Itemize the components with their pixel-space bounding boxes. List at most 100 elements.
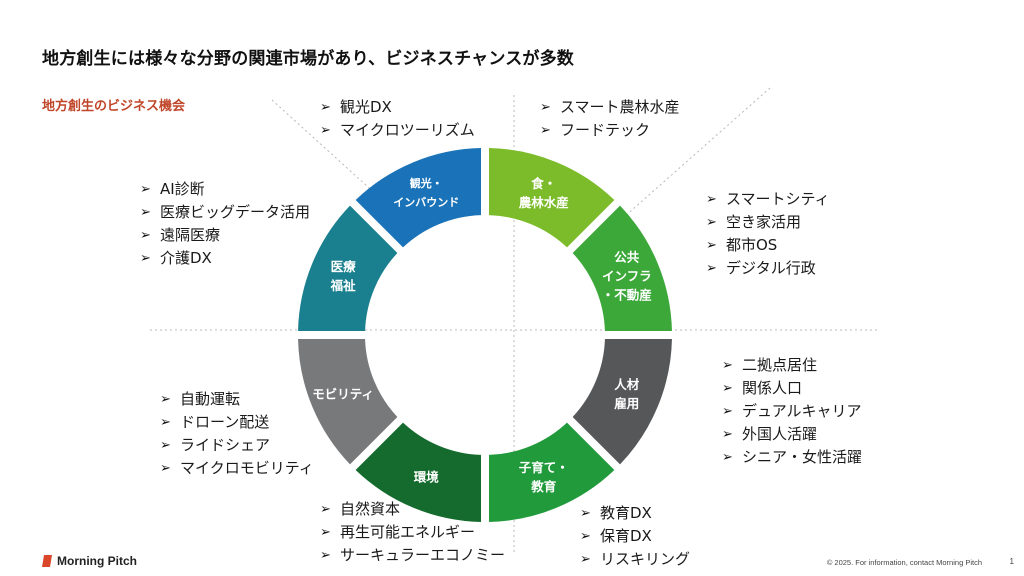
list-item-text: 二拠点居住 (742, 356, 818, 374)
list-item-text: 都市OS (726, 236, 778, 254)
segment-label-iryo: 医療福祉 (288, 257, 398, 295)
segment-label-line: 医療 (330, 259, 356, 275)
arrow-bullet-icon: ➢ (580, 552, 591, 567)
ring-segment-kankyo (355, 422, 482, 522)
list-item-text: マイクロツーリズム (340, 121, 475, 139)
list-item: ➢ 介護DX (140, 247, 310, 270)
list-item: ➢デジタル行政 (706, 257, 830, 280)
section-label: 地方創生のビジネス機会 (42, 99, 186, 114)
morning-pitch-logo: Morning Pitch (42, 554, 137, 568)
arrow-bullet-icon: ➢ (320, 100, 331, 115)
list-item-text: リスキリング (600, 550, 691, 568)
list-item-text: ドローン配送 (180, 413, 270, 431)
list-item-text: AI診断 (160, 180, 205, 198)
list-item-text: 医療ビッグデータ活用 (160, 203, 311, 221)
segment-label-line: 雇用 (614, 395, 640, 411)
list-item: ➢医療ビッグデータ活用 (140, 201, 310, 224)
list-kokyo: ➢スマートシティ➢空き家活用➢都市OS➢デジタル行政 (706, 188, 830, 280)
ring-segment-iryo (298, 205, 398, 332)
list-item-text: スマート農林水産 (560, 98, 680, 116)
ring-segments (298, 148, 672, 522)
arrow-bullet-icon: ➢ (320, 548, 331, 563)
list-item: ➢ スマート農林水産 (540, 96, 680, 119)
list-item-text: デュアルキャリア (742, 402, 862, 420)
list-jinzai: ➢ 二拠点居住 ➢ 関係人口 ➢ デュアルキャリア ➢ 外国人活躍 ➢ シニア・女性活躍 (722, 354, 862, 469)
list-item-text: 遠隔医療 (160, 226, 221, 244)
arrow-bullet-icon: ➢ (540, 100, 551, 115)
arrow-bullet-icon: ➢ (722, 450, 733, 465)
segment-label-line: 人材 (614, 376, 640, 392)
logo-mark-icon (42, 555, 52, 567)
list-item-text: サーキュラーエコノミー (340, 546, 506, 564)
arrow-bullet-icon: ➢ (160, 392, 171, 407)
arrow-bullet-icon: ➢ (706, 215, 717, 230)
segment-label-kankyo: 環境 (371, 467, 481, 486)
arrow-bullet-icon: ➢ (580, 506, 591, 521)
arrow-bullet-icon: ➢ (580, 529, 591, 544)
list-item-text: 自然資本 (340, 500, 401, 518)
list-item: ➢マイクロモビリティ (160, 457, 314, 480)
arrow-bullet-icon: ➢ (160, 415, 171, 430)
page-number: 1 (1009, 557, 1014, 566)
segment-label-line: 子育て・ (518, 459, 569, 475)
arrow-bullet-icon: ➢ (540, 123, 551, 138)
segment-label-line: 公共 (614, 249, 640, 265)
segment-label-shoku: 食・農林水産 (489, 174, 599, 212)
list-item: ➢遠隔医療 (140, 224, 310, 247)
list-item: ➢ライドシェア (160, 434, 314, 457)
arrow-bullet-icon: ➢ (320, 502, 331, 517)
segment-label-line: 農林水産 (518, 195, 569, 211)
arrow-bullet-icon: ➢ (722, 427, 733, 442)
arrow-bullet-icon: ➢ (706, 238, 717, 253)
list-item: ➢AI診断 (140, 178, 310, 201)
segment-label-line: 食・ (531, 176, 557, 192)
arrow-bullet-icon: ➢ (722, 381, 733, 396)
list-item: ➢ 自然資本 (320, 498, 505, 521)
list-mobility: ➢ 自動運転 ➢ ドローン配送 ➢ライドシェア➢マイクロモビリティ (160, 388, 314, 480)
list-item: ➢ シニア・女性活躍 (722, 446, 862, 469)
ring-segment-mobility (298, 338, 398, 465)
list-item-text: シニア・女性活躍 (742, 448, 863, 466)
list-item: ➢ リスキリング (580, 548, 690, 571)
list-item-text: 介護DX (160, 249, 212, 267)
list-item: ➢ 教育DX (580, 502, 690, 525)
list-item-text: 教育DX (600, 504, 652, 522)
segment-label-line: インバウンド (393, 196, 460, 210)
list-item: ➢ サーキュラーエコノミー (320, 544, 505, 567)
list-item: ➢再生可能エネルギー (320, 521, 505, 544)
list-item-text: 観光DX (340, 98, 392, 116)
list-item: ➢ 自動運転 (160, 388, 314, 411)
list-item-text: ライドシェア (180, 436, 271, 454)
segment-label-kanko: 観光・インバウンド (371, 174, 481, 212)
ring-segment-kanko (355, 148, 482, 248)
segment-label-line: 教育 (531, 478, 557, 494)
list-item: ➢ 観光DX (320, 96, 475, 119)
list-item-text: 自動運転 (180, 390, 241, 408)
list-item-text: フードテック (560, 121, 651, 139)
segment-label-jinzai: 人材雇用 (572, 375, 682, 413)
logo-text: Morning Pitch (57, 554, 137, 568)
list-kankyo: ➢ 自然資本 ➢再生可能エネルギー ➢ サーキュラーエコノミー (320, 498, 505, 567)
arrow-bullet-icon: ➢ (706, 192, 717, 207)
arrow-bullet-icon: ➢ (140, 251, 151, 266)
ring-segment-jinzai (572, 338, 672, 465)
list-item: ➢ 関係人口 (722, 377, 862, 400)
list-item-text: マイクロモビリティ (180, 459, 314, 477)
list-kanko: ➢ 観光DX ➢マイクロツーリズム (320, 96, 475, 142)
segment-label-line: インフラ (601, 268, 652, 284)
slide-title: 地方創生には様々な分野の関連市場があり、ビジネスチャンスが多数 (42, 49, 575, 69)
list-item: ➢マイクロツーリズム (320, 119, 475, 142)
list-item: ➢ デュアルキャリア (722, 400, 862, 423)
arrow-bullet-icon: ➢ (722, 358, 733, 373)
list-item-text: 外国人活躍 (742, 425, 818, 443)
list-item-text: 保育DX (600, 527, 652, 545)
copyright-footer: © 2025. For information, contact Morning… (826, 558, 982, 567)
arrow-bullet-icon: ➢ (722, 404, 733, 419)
list-item: ➢空き家活用 (706, 211, 830, 234)
arrow-bullet-icon: ➢ (706, 261, 717, 276)
segment-label-line: モビリティ (312, 386, 375, 402)
segment-label-line: 環境 (413, 469, 439, 485)
list-item-text: 関係人口 (742, 379, 803, 397)
list-item-text: スマートシティ (726, 190, 830, 208)
